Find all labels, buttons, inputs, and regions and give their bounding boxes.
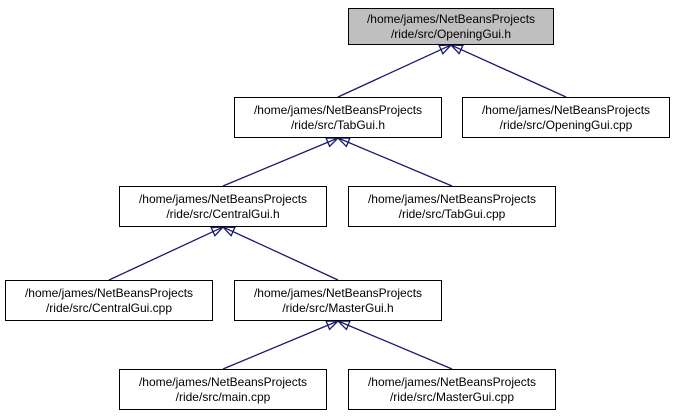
node-tab-gui-h[interactable]: /home/james/NetBeansProjects /ride/src/T… — [234, 97, 442, 138]
edge-arrowhead — [221, 226, 236, 237]
node-master-gui-h[interactable]: /home/james/NetBeansProjects /ride/src/M… — [234, 280, 442, 321]
node-main-cpp[interactable]: /home/james/NetBeansProjects /ride/src/m… — [119, 369, 327, 410]
edge-opening_cpp-to-opening_h — [449, 44, 567, 98]
edge-line — [338, 320, 453, 370]
node-path-line2: /ride/src/MasterGui.h — [282, 300, 394, 315]
edge-main_cpp-to-master_h — [222, 320, 340, 370]
edge-tab_cpp-to-tab_h — [336, 137, 453, 187]
edge-line — [223, 226, 339, 281]
node-path-line2: /ride/src/OpeningGui.cpp — [499, 117, 633, 132]
node-path-line2: /ride/src/CentralGui.cpp — [45, 300, 173, 315]
edge-line — [338, 137, 453, 187]
node-path-line1: /home/james/NetBeansProjects — [138, 191, 308, 206]
edge-line — [337, 44, 451, 98]
node-tab-gui-cpp[interactable]: /home/james/NetBeansProjects /ride/src/T… — [348, 186, 556, 227]
node-master-gui-cpp[interactable]: /home/james/NetBeansProjects /ride/src/M… — [348, 369, 556, 410]
node-central-gui-h[interactable]: /home/james/NetBeansProjects /ride/src/C… — [119, 186, 327, 227]
edge-central_h-to-tab_h — [222, 137, 340, 187]
node-opening-gui-h[interactable]: /home/james/NetBeansProjects /ride/src/O… — [348, 8, 554, 45]
edge-master_cpp-to-master_h — [336, 320, 453, 370]
edge-arrowhead — [210, 226, 225, 237]
node-path-line1: /home/james/NetBeansProjects — [24, 285, 194, 300]
node-path-line1: /home/james/NetBeansProjects — [253, 285, 423, 300]
edge-line — [222, 320, 338, 370]
edge-arrowhead — [336, 320, 351, 331]
edge-arrowhead — [449, 44, 464, 55]
node-central-gui-cpp[interactable]: /home/james/NetBeansProjects /ride/src/C… — [5, 280, 213, 321]
node-opening-gui-cpp[interactable]: /home/james/NetBeansProjects /ride/src/O… — [462, 97, 670, 138]
edge-arrowhead — [438, 44, 453, 55]
node-path-line1: /home/james/NetBeansProjects — [481, 102, 651, 117]
edge-line — [108, 226, 223, 281]
node-path-line2: /ride/src/main.cpp — [175, 389, 271, 404]
node-path-line1: /home/james/NetBeansProjects — [253, 102, 423, 117]
node-path-line1: /home/james/NetBeansProjects — [367, 191, 537, 206]
node-path-line2: /ride/src/TabGui.cpp — [398, 206, 506, 221]
edge-central_cpp-to-central_h — [108, 226, 225, 281]
node-path-line1: /home/james/NetBeansProjects — [138, 374, 308, 389]
edge-arrowhead — [336, 137, 351, 148]
node-path-line1: /home/james/NetBeansProjects — [366, 11, 536, 26]
node-path-line2: /ride/src/TabGui.h — [290, 117, 386, 132]
node-path-line2: /ride/src/MasterGui.cpp — [389, 389, 515, 404]
edge-line — [222, 137, 338, 187]
edge-arrowhead — [325, 137, 340, 148]
node-path-line2: /ride/src/CentralGui.h — [166, 206, 280, 221]
edge-master_h-to-central_h — [221, 226, 339, 281]
edge-tab_h-to-opening_h — [337, 44, 453, 98]
node-path-line1: /home/james/NetBeansProjects — [367, 374, 537, 389]
node-path-line2: /ride/src/OpeningGui.h — [390, 26, 512, 41]
edge-line — [451, 44, 567, 98]
edge-arrowhead — [325, 320, 340, 331]
